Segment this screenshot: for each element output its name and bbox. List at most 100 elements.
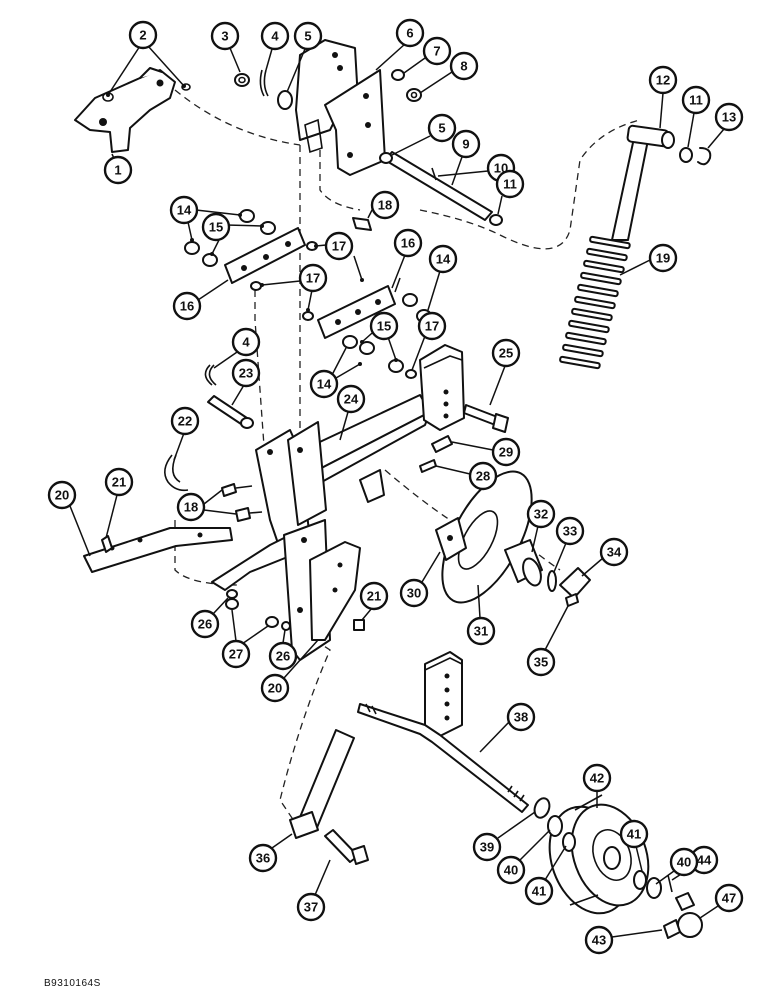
callout-label: 33 (563, 524, 577, 539)
callout-43: 43 (584, 925, 614, 955)
link-plates (184, 209, 432, 379)
callout-22: 22 (170, 406, 200, 436)
callout-label: 21 (367, 589, 381, 604)
wheel-arm (289, 651, 529, 865)
callout-label: 4 (242, 335, 250, 350)
callout-label: 43 (592, 933, 606, 948)
mounting-plate (295, 39, 386, 176)
callout-label: 22 (178, 414, 192, 429)
callout-21a: 21 (104, 467, 134, 497)
callout-29: 29 (491, 437, 521, 467)
callout-20a: 20 (47, 480, 77, 510)
callout-30: 30 (399, 578, 429, 608)
callout-label: 39 (480, 840, 494, 855)
callout-8: 8 (449, 51, 479, 81)
callout-37: 37 (296, 892, 326, 922)
callout-16c: 16 (394, 277, 401, 293)
callout-label: 26 (198, 617, 212, 632)
callout-label: 7 (433, 44, 440, 59)
top-hardware (234, 69, 422, 110)
callout-19: 19 (648, 243, 678, 273)
callout-label: 30 (407, 586, 421, 601)
callout-15a: 15 (201, 212, 231, 242)
callout-label: 17 (332, 239, 346, 254)
callout-5b: 5 (427, 113, 457, 143)
callout-2: 2 (128, 20, 158, 50)
callout-label: 16 (401, 236, 415, 251)
bolt-25 (463, 404, 509, 433)
mounting-bracket (74, 67, 191, 153)
callout-47: 47 (714, 883, 744, 913)
callout-label: 41 (532, 884, 546, 899)
callout-label: 31 (474, 624, 488, 639)
callout-17b: 17 (298, 263, 328, 293)
callout-14a: 14 (169, 195, 199, 225)
callout-24: 24 (336, 384, 366, 414)
callout-label: 18 (378, 198, 392, 213)
callout-label: 11 (503, 177, 517, 192)
callout-label: 9 (462, 137, 469, 152)
callout-23: 23 (231, 358, 261, 388)
callout-20b: 20 (260, 673, 290, 703)
callout-14b: 14 (428, 244, 458, 274)
callout-5a: 5 (293, 21, 323, 51)
callout-label: 16 (180, 299, 194, 314)
callout-label: 38 (514, 710, 528, 725)
callout-33: 33 (555, 516, 585, 546)
spring-rod (611, 124, 712, 241)
callout-11b: 11 (681, 85, 711, 115)
callout-label: 32 (534, 507, 548, 522)
callout-label: 35 (534, 655, 548, 670)
callout-35: 35 (526, 647, 556, 677)
callout-40b: 40 (669, 847, 699, 877)
callout-label: 42 (590, 771, 604, 786)
callout-11a: 11 (495, 169, 525, 199)
callout-1: 1 (103, 155, 133, 185)
callout-label: 27 (229, 647, 243, 662)
callout-28: 28 (468, 461, 498, 491)
pivot-rod (379, 151, 503, 226)
callout-3: 3 (210, 21, 240, 51)
callout-label: 11 (689, 93, 703, 108)
callout-label: 41 (627, 827, 641, 842)
callout-label: 2 (139, 28, 146, 43)
callout-label: 4 (271, 29, 279, 44)
callout-label: 12 (656, 73, 670, 88)
callout-4b: 4 (231, 327, 261, 357)
callout-label: 20 (268, 681, 282, 696)
callout-label: 5 (438, 121, 445, 136)
callout-41b: 41 (524, 876, 554, 906)
callout-label: 19 (656, 251, 670, 266)
callout-41a: 41 (619, 819, 649, 849)
callout-32: 32 (526, 499, 556, 529)
callout-42: 42 (582, 763, 612, 793)
figure-id: B9310164S (44, 978, 101, 989)
callout-label: 44 (697, 853, 712, 868)
compression-spring (559, 235, 631, 370)
callout-9: 9 (451, 129, 481, 159)
callout-21b: 21 (359, 581, 389, 611)
callout-17c: 17 (417, 311, 447, 341)
callout-label: 29 (499, 445, 513, 460)
callout-label: 17 (306, 271, 320, 286)
callouts: 1 2 3 4 5 6 7 8 5 9 10 11 1 (47, 18, 744, 955)
callout-label: 40 (677, 855, 691, 870)
main-frame (211, 344, 465, 661)
scraper-shoes (83, 527, 361, 641)
callout-label: 25 (499, 346, 513, 361)
callout-label: 14 (317, 377, 332, 392)
callout-label: 36 (256, 851, 270, 866)
callout-label: 34 (607, 545, 622, 560)
callout-label: 3 (221, 29, 228, 44)
callout-label: 28 (476, 469, 490, 484)
callout-label: 21 (112, 475, 126, 490)
callout-label: 1 (114, 163, 121, 178)
callout-16a: 16 (393, 228, 423, 258)
callout-label: 40 (504, 863, 518, 878)
callout-39: 39 (472, 832, 502, 862)
callout-36: 36 (248, 843, 278, 873)
callout-34: 34 (599, 537, 629, 567)
callout-label: 15 (377, 319, 391, 334)
callout-38: 38 (506, 702, 536, 732)
